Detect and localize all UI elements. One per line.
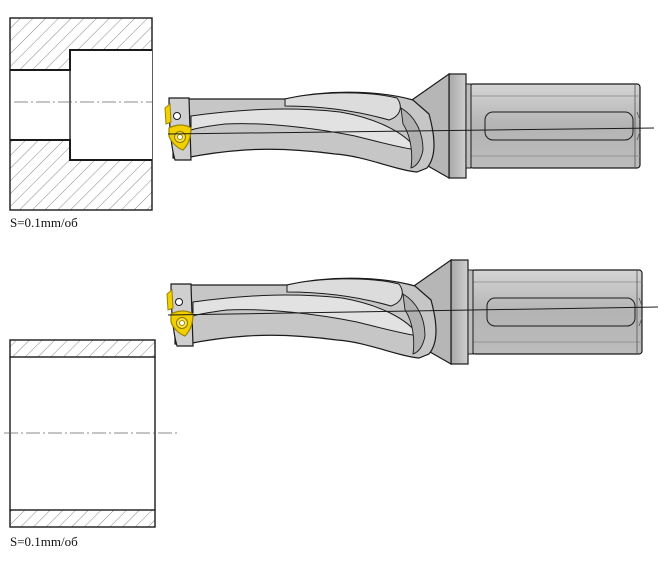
bottom-workpiece [4, 339, 178, 528]
top-tool-axis [167, 127, 655, 135]
top-workpiece [9, 17, 153, 211]
bottom-drill-tool [166, 259, 643, 365]
top-drill-tool [164, 73, 641, 179]
feed-rate-label: S=0.1mm/об [10, 215, 78, 230]
feed-rate-label: S=0.1mm/об [10, 534, 78, 549]
bottom-tool-axis [167, 306, 659, 316]
